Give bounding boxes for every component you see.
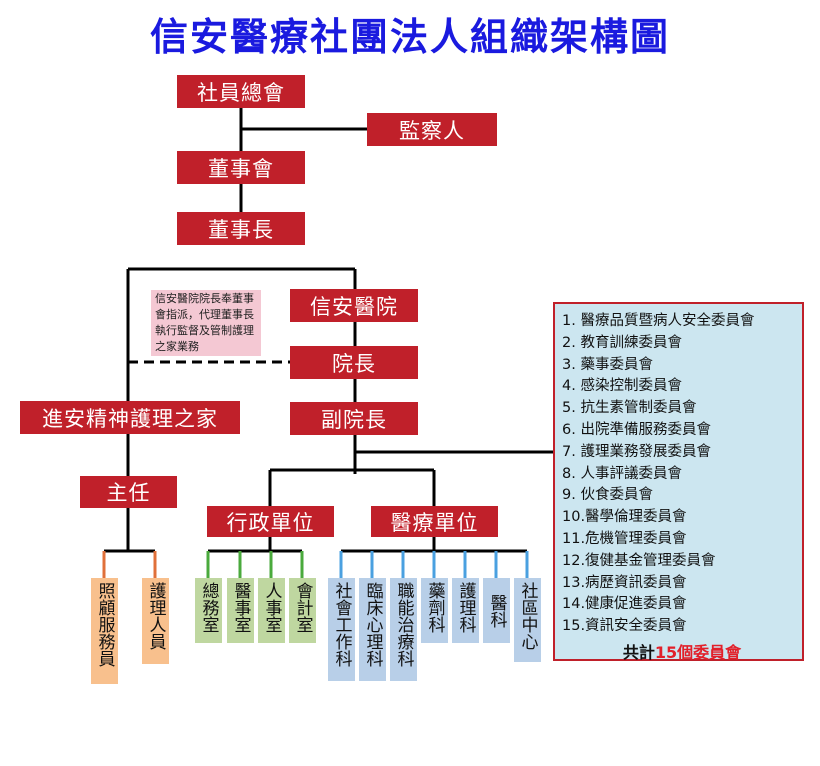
nursing-unit: 護理科 bbox=[452, 578, 479, 643]
hospital-box: 信安醫院 bbox=[290, 289, 418, 322]
accounting-unit: 會計室 bbox=[289, 578, 316, 643]
clinical-psychology-unit: 臨床心理科 bbox=[359, 578, 386, 681]
committee-item: 10.醫學倫理委員會 bbox=[562, 509, 687, 526]
board-box: 董事會 bbox=[177, 151, 305, 184]
committee-total-count: 15個委員會 bbox=[654, 642, 742, 662]
committee-item: 11.危機管理委員會 bbox=[562, 530, 687, 547]
nursing-staff-unit: 護理人員 bbox=[142, 578, 169, 664]
committee-item: 5. 抗生素管制委員會 bbox=[562, 400, 697, 417]
chairman-box: 董事長 bbox=[177, 212, 305, 245]
committee-item: 3. 藥事委員會 bbox=[562, 356, 653, 373]
committee-item: 1. 醫療品質暨病人安全委員會 bbox=[562, 313, 755, 329]
committee-item: 8. 人事評議委員會 bbox=[562, 465, 682, 482]
committee-item: 7. 護理業務發展委員會 bbox=[562, 443, 711, 460]
medical-records-unit: 醫事室 bbox=[227, 578, 254, 643]
committee-item: 6. 出院準備服務委員會 bbox=[562, 421, 711, 438]
committee-list: 1. 醫療品質暨病人安全委員會 2. 教育訓練委員會 3. 藥事委員會 4. 感… bbox=[562, 311, 802, 638]
admin-units-box: 行政單位 bbox=[207, 506, 334, 537]
committee-total-prefix: 共計 bbox=[622, 642, 655, 662]
director-box: 主任 bbox=[80, 476, 177, 508]
committee-item: 4. 感染控制委員會 bbox=[562, 378, 682, 395]
committee-item: 9. 伙食委員會 bbox=[562, 487, 653, 504]
occupational-therapy-unit: 職能治療科 bbox=[390, 578, 417, 681]
committee-item: 12.復健基金管理委員會 bbox=[562, 552, 716, 569]
social-work-unit: 社會工作科 bbox=[328, 578, 355, 681]
members-assembly-box: 社員總會 bbox=[177, 75, 305, 108]
committee-item: 15.資訊安全委員會 bbox=[562, 618, 687, 635]
delegation-note: 信安醫院院長奉董事會指派，代理董事長執行監督及管制護理之家業務 bbox=[151, 290, 261, 356]
committee-item: 14.健康促進委員會 bbox=[562, 596, 687, 613]
committee-list-panel: 1. 醫療品質暨病人安全委員會 2. 教育訓練委員會 3. 藥事委員會 4. 感… bbox=[553, 302, 804, 663]
supervisor-box: 監察人 bbox=[367, 113, 497, 146]
president-box: 院長 bbox=[290, 346, 418, 379]
committee-item: 2. 教育訓練委員會 bbox=[562, 334, 682, 351]
committee-total: 共計15個委員會 bbox=[562, 639, 802, 663]
committee-item: 13.病歷資訊委員會 bbox=[562, 574, 687, 591]
community-center-unit: 社區中心 bbox=[514, 578, 541, 662]
general-affairs-unit: 總務室 bbox=[195, 578, 222, 643]
medical-units-box: 醫療單位 bbox=[371, 506, 498, 537]
care-attendant-unit: 照顧服務員 bbox=[91, 578, 118, 684]
page-title: 信安醫療社團法人組織架構圖 bbox=[149, 15, 670, 59]
medicine-unit: 醫科 bbox=[483, 578, 510, 643]
personnel-unit: 人事室 bbox=[258, 578, 285, 643]
pharmacy-unit: 藥劑科 bbox=[421, 578, 448, 643]
vice-president-box: 副院長 bbox=[290, 402, 418, 435]
nursing-home-box: 進安精神護理之家 bbox=[20, 401, 240, 434]
